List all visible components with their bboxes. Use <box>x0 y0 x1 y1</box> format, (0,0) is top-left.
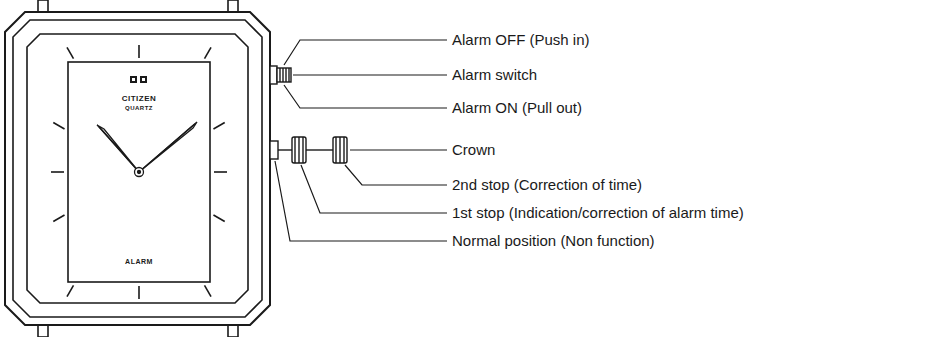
leader-line <box>350 149 447 150</box>
hour-marker <box>67 285 74 296</box>
lug <box>228 325 238 337</box>
hour-markers <box>51 45 227 299</box>
bezel <box>27 34 248 303</box>
leader-line <box>284 40 447 65</box>
lug <box>228 0 238 12</box>
hour-marker <box>53 123 64 130</box>
leader-line <box>301 165 447 213</box>
part-label: Alarm switch <box>452 67 537 84</box>
part-label: 1st stop (Indication/correction of alarm… <box>452 205 744 222</box>
movement-text: QUARTZ <box>125 105 153 112</box>
lug <box>38 0 48 12</box>
hour-marker <box>214 171 227 173</box>
hour-marker <box>213 215 224 222</box>
brand-text: CITIZEN <box>122 95 157 104</box>
crown <box>270 137 347 163</box>
hour-marker <box>67 47 74 58</box>
hour-marker <box>138 45 140 58</box>
part-label: Normal position (Non function) <box>452 233 655 250</box>
hour-marker <box>53 215 64 222</box>
part-label: Crown <box>452 142 495 159</box>
lug <box>38 325 48 337</box>
hour-marker <box>205 285 212 296</box>
leader-line <box>275 161 447 241</box>
hour-marker <box>51 171 64 173</box>
hour-marker <box>205 47 212 58</box>
part-label: 2nd stop (Correction of time) <box>452 177 642 194</box>
part-label: Alarm ON (Pull out) <box>452 100 582 117</box>
leader-line <box>293 74 447 75</box>
case-bevel <box>13 20 262 317</box>
alarm-switch <box>270 66 291 84</box>
hour-marker <box>213 123 224 130</box>
leader-line <box>284 85 447 108</box>
brand-logo <box>130 76 147 83</box>
leader-lines <box>275 40 447 241</box>
dial-text: ALARM <box>125 258 153 266</box>
part-label: Alarm OFF (Push in) <box>452 32 590 49</box>
watch-hands <box>97 122 197 177</box>
dial <box>68 62 210 282</box>
leader-line <box>345 165 447 185</box>
watch-case <box>5 12 270 325</box>
hour-marker <box>138 286 140 299</box>
